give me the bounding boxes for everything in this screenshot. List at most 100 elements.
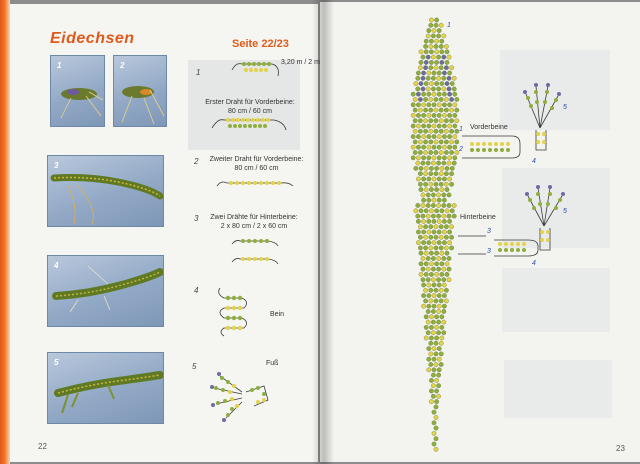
bead (421, 91, 426, 97)
bead (428, 128, 434, 134)
bead (449, 181, 454, 187)
bead (429, 250, 434, 256)
bead (418, 250, 424, 256)
bead (438, 118, 444, 124)
bead (420, 213, 426, 219)
bead (431, 393, 436, 399)
bead (421, 240, 426, 245)
bead (446, 266, 452, 272)
bead (441, 256, 447, 261)
bead (425, 160, 431, 166)
book-gutter (312, 0, 334, 464)
photo-step-3: 3 (47, 155, 164, 227)
bead (431, 192, 436, 198)
bead (446, 54, 452, 60)
page-reference: Seite 22/23 (232, 38, 289, 50)
bead (428, 118, 434, 124)
bead (431, 28, 437, 33)
bead (439, 272, 445, 277)
bead (434, 399, 439, 404)
bead (421, 70, 426, 76)
bead (431, 346, 437, 351)
bead (433, 351, 439, 357)
bead (434, 38, 439, 44)
bead (423, 261, 429, 267)
bead (436, 54, 441, 60)
bead (444, 272, 450, 277)
bead (431, 293, 437, 298)
bead (431, 86, 436, 92)
bead (426, 303, 432, 309)
bead (447, 70, 452, 76)
bead (433, 97, 439, 102)
bead (452, 113, 458, 118)
step-3-label-line1: Zwei Drähte für Hinterbeine: (210, 214, 298, 221)
bead (441, 330, 447, 336)
bead (431, 240, 437, 245)
bead (428, 97, 434, 102)
bead (438, 340, 444, 346)
bead (436, 240, 442, 245)
bead (436, 277, 441, 283)
photo-step-4: 4 (47, 255, 164, 327)
bead (442, 229, 447, 235)
bead (438, 128, 444, 134)
bead (436, 75, 441, 81)
bead (449, 97, 454, 102)
bead (418, 81, 424, 86)
bead (436, 367, 442, 373)
bead (426, 123, 432, 129)
marker-foot-5b: 5 (563, 208, 567, 215)
step-1-label-line2: 80 cm / 60 cm (228, 108, 272, 115)
bead (431, 309, 436, 314)
bead (429, 261, 434, 267)
bead (418, 150, 423, 155)
bead (444, 65, 449, 71)
bead (439, 81, 445, 86)
bead (433, 340, 439, 346)
bead (416, 91, 421, 97)
bead (447, 176, 452, 182)
diagram-number: 1 (447, 22, 451, 29)
bead (425, 213, 431, 219)
bead (426, 70, 432, 76)
bead (426, 197, 432, 203)
bead (431, 219, 437, 224)
bead (425, 203, 431, 208)
leg-label: Bein (270, 311, 285, 318)
bead (436, 197, 442, 203)
bead (442, 219, 447, 224)
bead (431, 319, 436, 325)
bead (442, 197, 447, 203)
bead (449, 245, 454, 251)
bead (429, 335, 434, 341)
bead (434, 378, 439, 383)
bead (423, 65, 428, 71)
bead (421, 303, 426, 309)
front-leg-wires (462, 135, 521, 159)
bead (444, 118, 449, 124)
bead (425, 330, 431, 336)
bead (426, 219, 432, 224)
marker-foot-4b: 4 (532, 260, 536, 267)
bead (434, 314, 439, 320)
bead (423, 245, 428, 251)
photo-number: 4 (54, 261, 59, 270)
bead (428, 171, 434, 177)
bead (428, 22, 434, 28)
bead (415, 203, 421, 208)
bead (425, 192, 431, 198)
bead (423, 250, 429, 256)
bead (429, 187, 434, 192)
bead (423, 224, 428, 230)
lizard-bead-pattern (410, 17, 460, 452)
bead (441, 54, 447, 60)
bead (446, 256, 452, 261)
bead (421, 113, 426, 118)
bead (438, 171, 444, 177)
bead (436, 330, 441, 336)
bead (454, 97, 460, 102)
bead (429, 388, 434, 394)
bead (433, 139, 439, 145)
bead (416, 219, 421, 224)
